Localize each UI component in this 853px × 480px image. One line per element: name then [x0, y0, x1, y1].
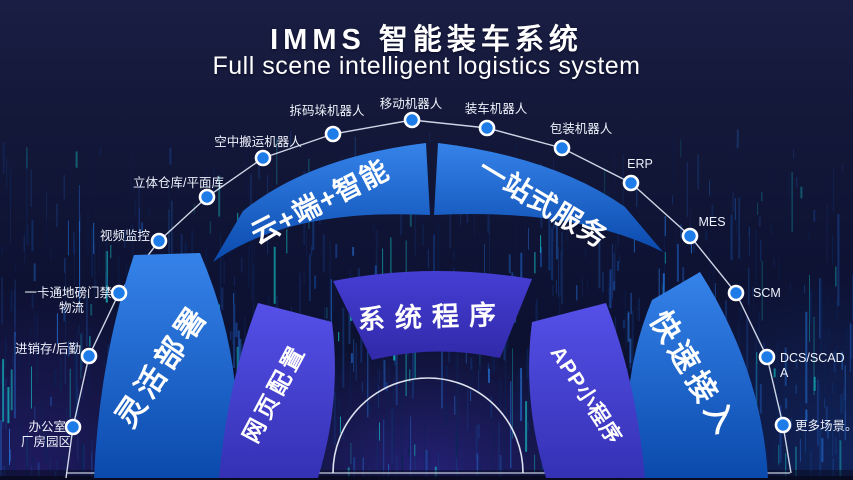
node-label: 更多场景。: [795, 419, 853, 433]
arc-node-chaima: 拆码垛机器人: [289, 103, 365, 143]
center-dome-outline: [332, 377, 524, 474]
wedge-xitong: [333, 270, 532, 360]
node-label: 厂房园区: [21, 434, 71, 449]
node-dot: [110, 284, 128, 302]
bottom-edge-strip: [0, 476, 853, 480]
arc-node-more: 更多场景。: [774, 416, 853, 434]
node-label: 办公室: [28, 419, 66, 434]
node-label: A: [780, 366, 789, 380]
node-dot: [758, 348, 776, 366]
slide-title: IMMS 智能装车系统: [270, 24, 583, 56]
wedge-yunduan: [213, 143, 430, 262]
node-label: 进销存/后勤: [15, 342, 81, 356]
node-label: MES: [698, 215, 725, 229]
node-dot: [150, 232, 168, 250]
wedge-yizhan: [434, 143, 663, 252]
node-label: 视频监控: [100, 228, 151, 243]
arc-node-scm: SCM: [727, 284, 781, 302]
node-label: 一卡通地磅门禁: [24, 285, 112, 300]
node-label: 拆码垛机器人: [289, 103, 365, 118]
node-dot: [64, 418, 82, 436]
node-label: 包装机器人: [550, 122, 613, 136]
bottom-dark-strip: [0, 470, 853, 480]
node-dot: [403, 111, 421, 129]
node-label: 空中搬运机器人: [214, 134, 302, 149]
arc-node-zhuangche: 装车机器人: [465, 101, 528, 137]
wedge-kuaisu: [626, 272, 768, 478]
arc-node-erp: ERP: [622, 157, 653, 192]
arc-node-kongzhong: 空中搬运机器人: [214, 134, 302, 167]
wedge-app: [529, 303, 645, 478]
node-dot: [622, 174, 640, 192]
node-dot: [478, 119, 496, 137]
node-label: 物流: [59, 301, 85, 315]
slide-subtitle: Full scene intelligent logistics system: [212, 52, 641, 80]
node-dot: [681, 227, 699, 245]
arc-node-shipin: 视频监控: [100, 228, 168, 250]
node-label: ERP: [627, 157, 653, 171]
arc-node-yidong: 移动机器人: [380, 97, 443, 129]
node-label: 立体仓库/平面库: [133, 175, 224, 190]
arc-node-jinxiaocun: 进销存/后勤: [15, 342, 98, 365]
arc-node-baozhuang: 包装机器人: [550, 122, 613, 157]
node-dot: [254, 149, 272, 167]
arc-node-liti: 立体仓库/平面库: [133, 175, 224, 206]
node-dot: [324, 125, 342, 143]
wedge-label-xitong: 系统程序: [357, 299, 506, 335]
node-dot: [774, 416, 792, 434]
wedge-linghuo: [94, 253, 238, 478]
wedge-ring: 灵活部署云+端+智能一站式服务快速接入网页配置系统程序APP小程序: [94, 143, 768, 478]
node-dot: [80, 347, 98, 365]
arc-node-mes: MES: [681, 215, 726, 245]
node-dot: [198, 188, 216, 206]
node-label: 移动机器人: [380, 97, 443, 111]
node-label: SCM: [753, 286, 781, 300]
node-label: 装车机器人: [465, 101, 528, 116]
node-dot: [727, 284, 745, 302]
node-label: DCS/SCAD: [780, 351, 845, 365]
node-dot: [553, 139, 571, 157]
wedge-wangye: [219, 303, 335, 478]
